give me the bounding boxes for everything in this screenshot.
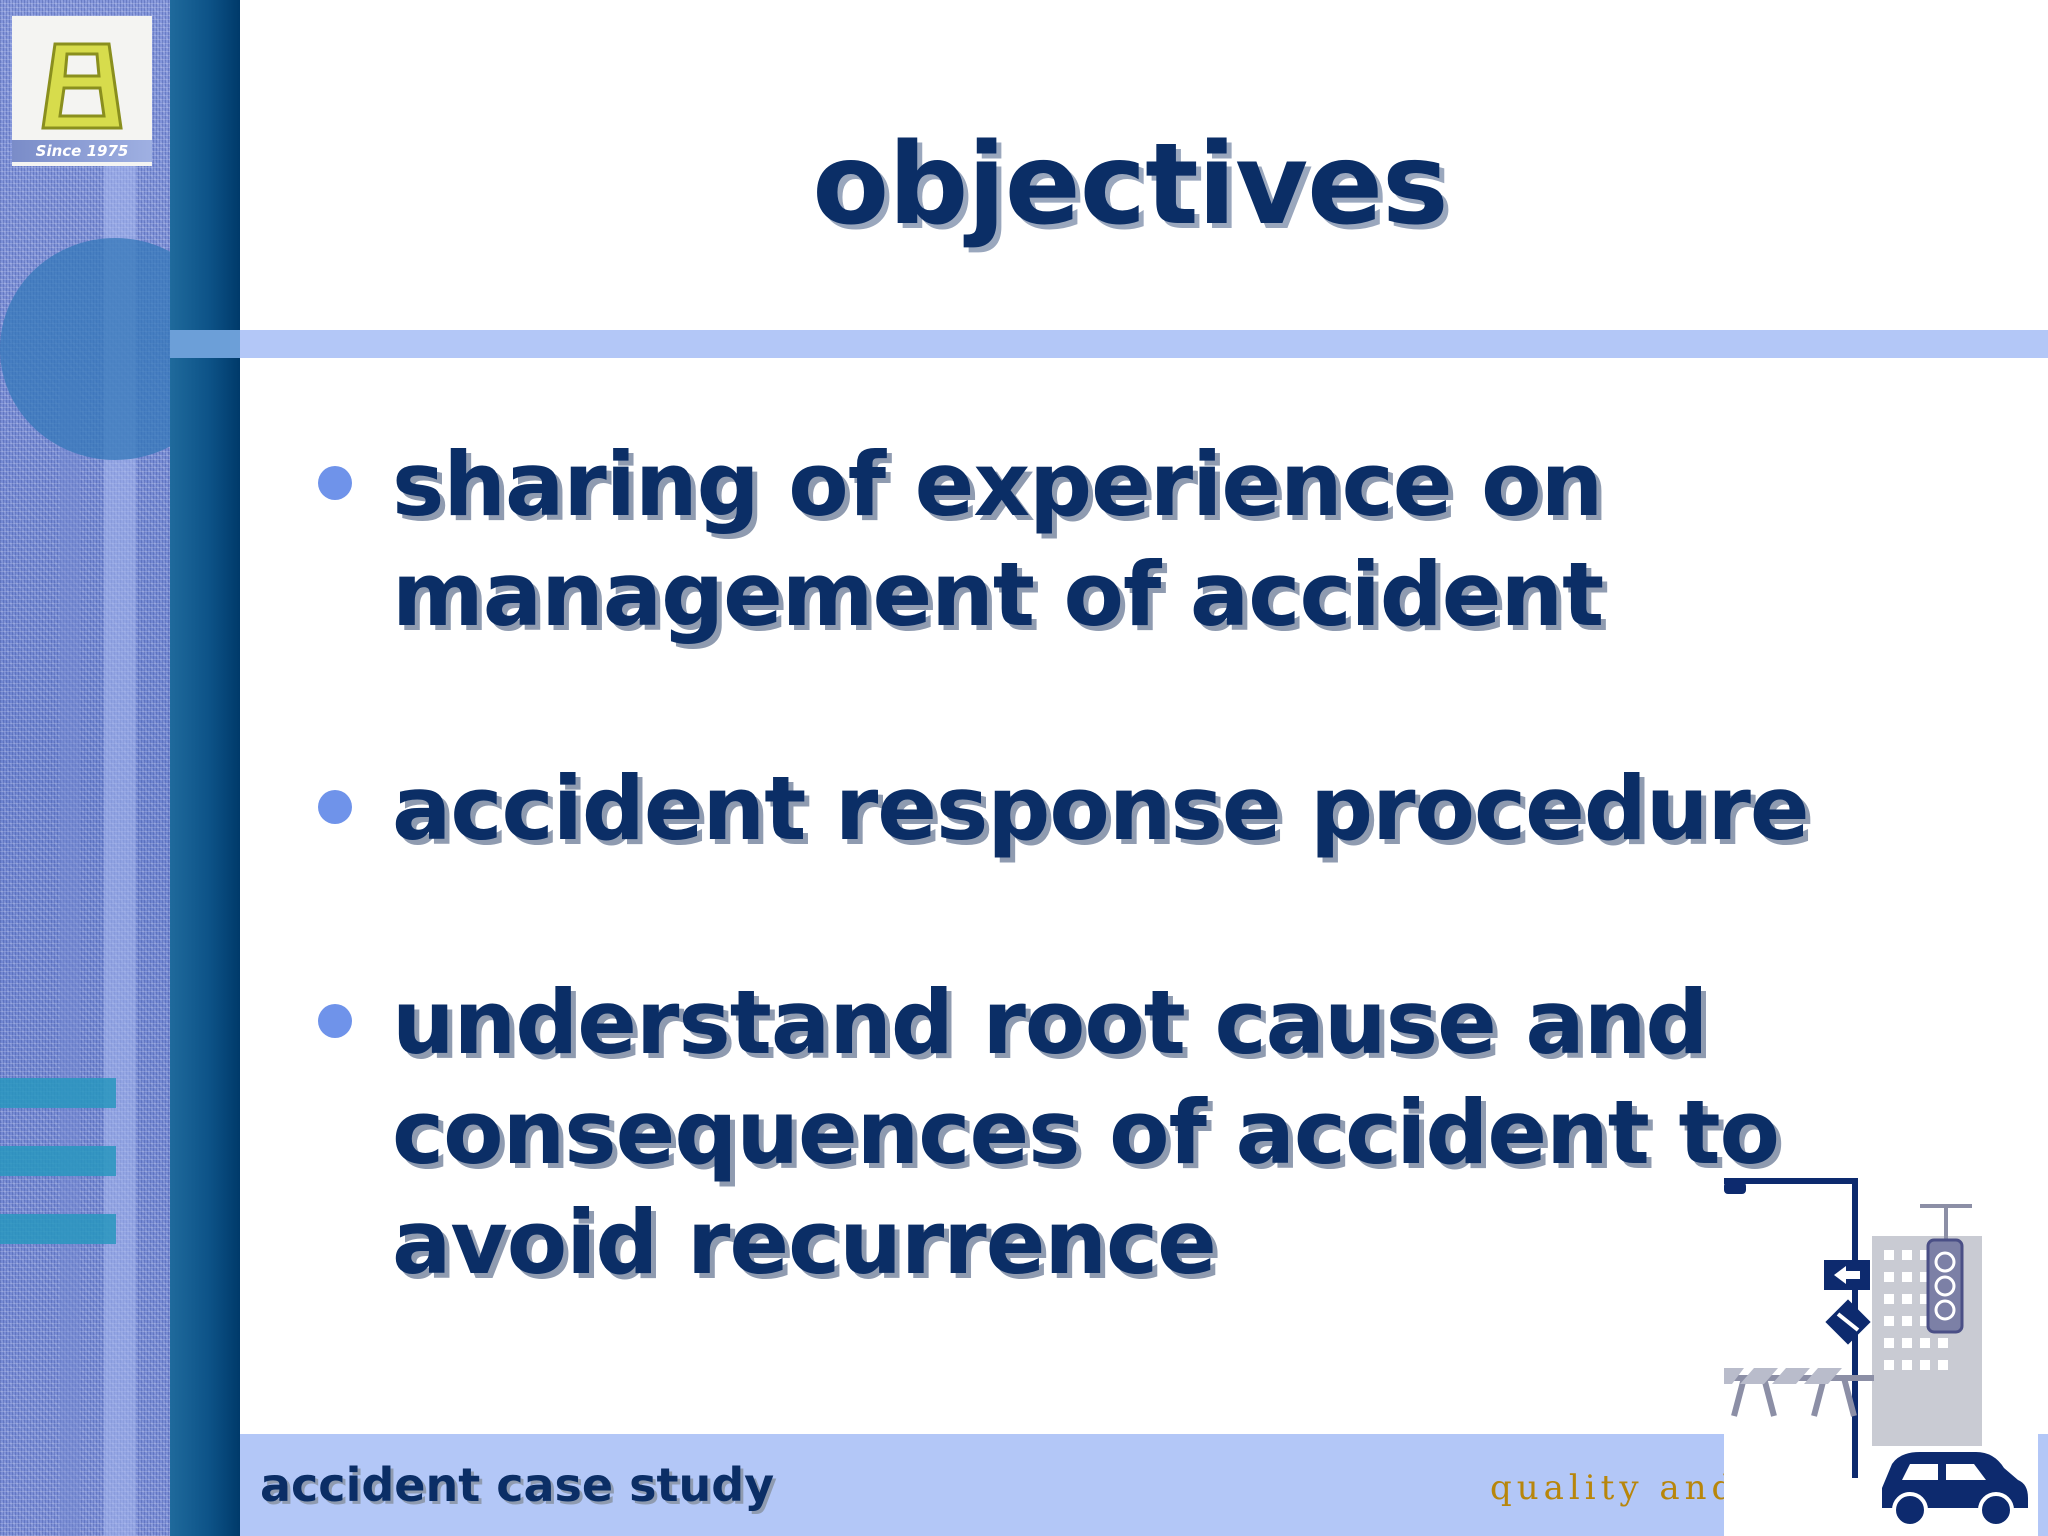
traffic-scene-clipart-icon [1724,1178,2038,1536]
bullet-item: sharing of experience on management of a… [312,430,1932,650]
bullet-text: sharing of experience on management of a… [392,433,1604,646]
bullet-list: sharing of experience on management of a… [312,430,1932,1298]
logo-caption: Since 1975 [12,140,152,162]
sidebar-stripe [60,380,80,1536]
footer-title: accident case study [260,1458,775,1512]
title-rule-left [170,330,240,358]
sidebar-bar [0,1214,116,1244]
bullet-text: accident response procedure [392,757,1810,860]
company-logo-icon: Since 1975 [12,16,152,166]
sidebar-texture [0,0,170,1536]
bullet-dot-icon [318,790,352,824]
bullet-item: accident response procedure [312,754,1932,864]
sidebar-bar [0,1146,116,1176]
bullet-dot-icon [318,466,352,500]
bullet-item: understand root cause and consequences o… [312,968,1932,1298]
sidebar-bar [0,1078,116,1108]
dark-column [170,0,240,1536]
title-rule [240,330,2048,358]
slide-title: objectives [812,120,1448,250]
bullet-text: understand root cause and consequences o… [392,971,1780,1294]
sidebar-bars-decoration [0,1078,116,1282]
logo-mark-icon [41,42,123,130]
title-area: objectives [240,0,2048,330]
bullet-dot-icon [318,1004,352,1038]
